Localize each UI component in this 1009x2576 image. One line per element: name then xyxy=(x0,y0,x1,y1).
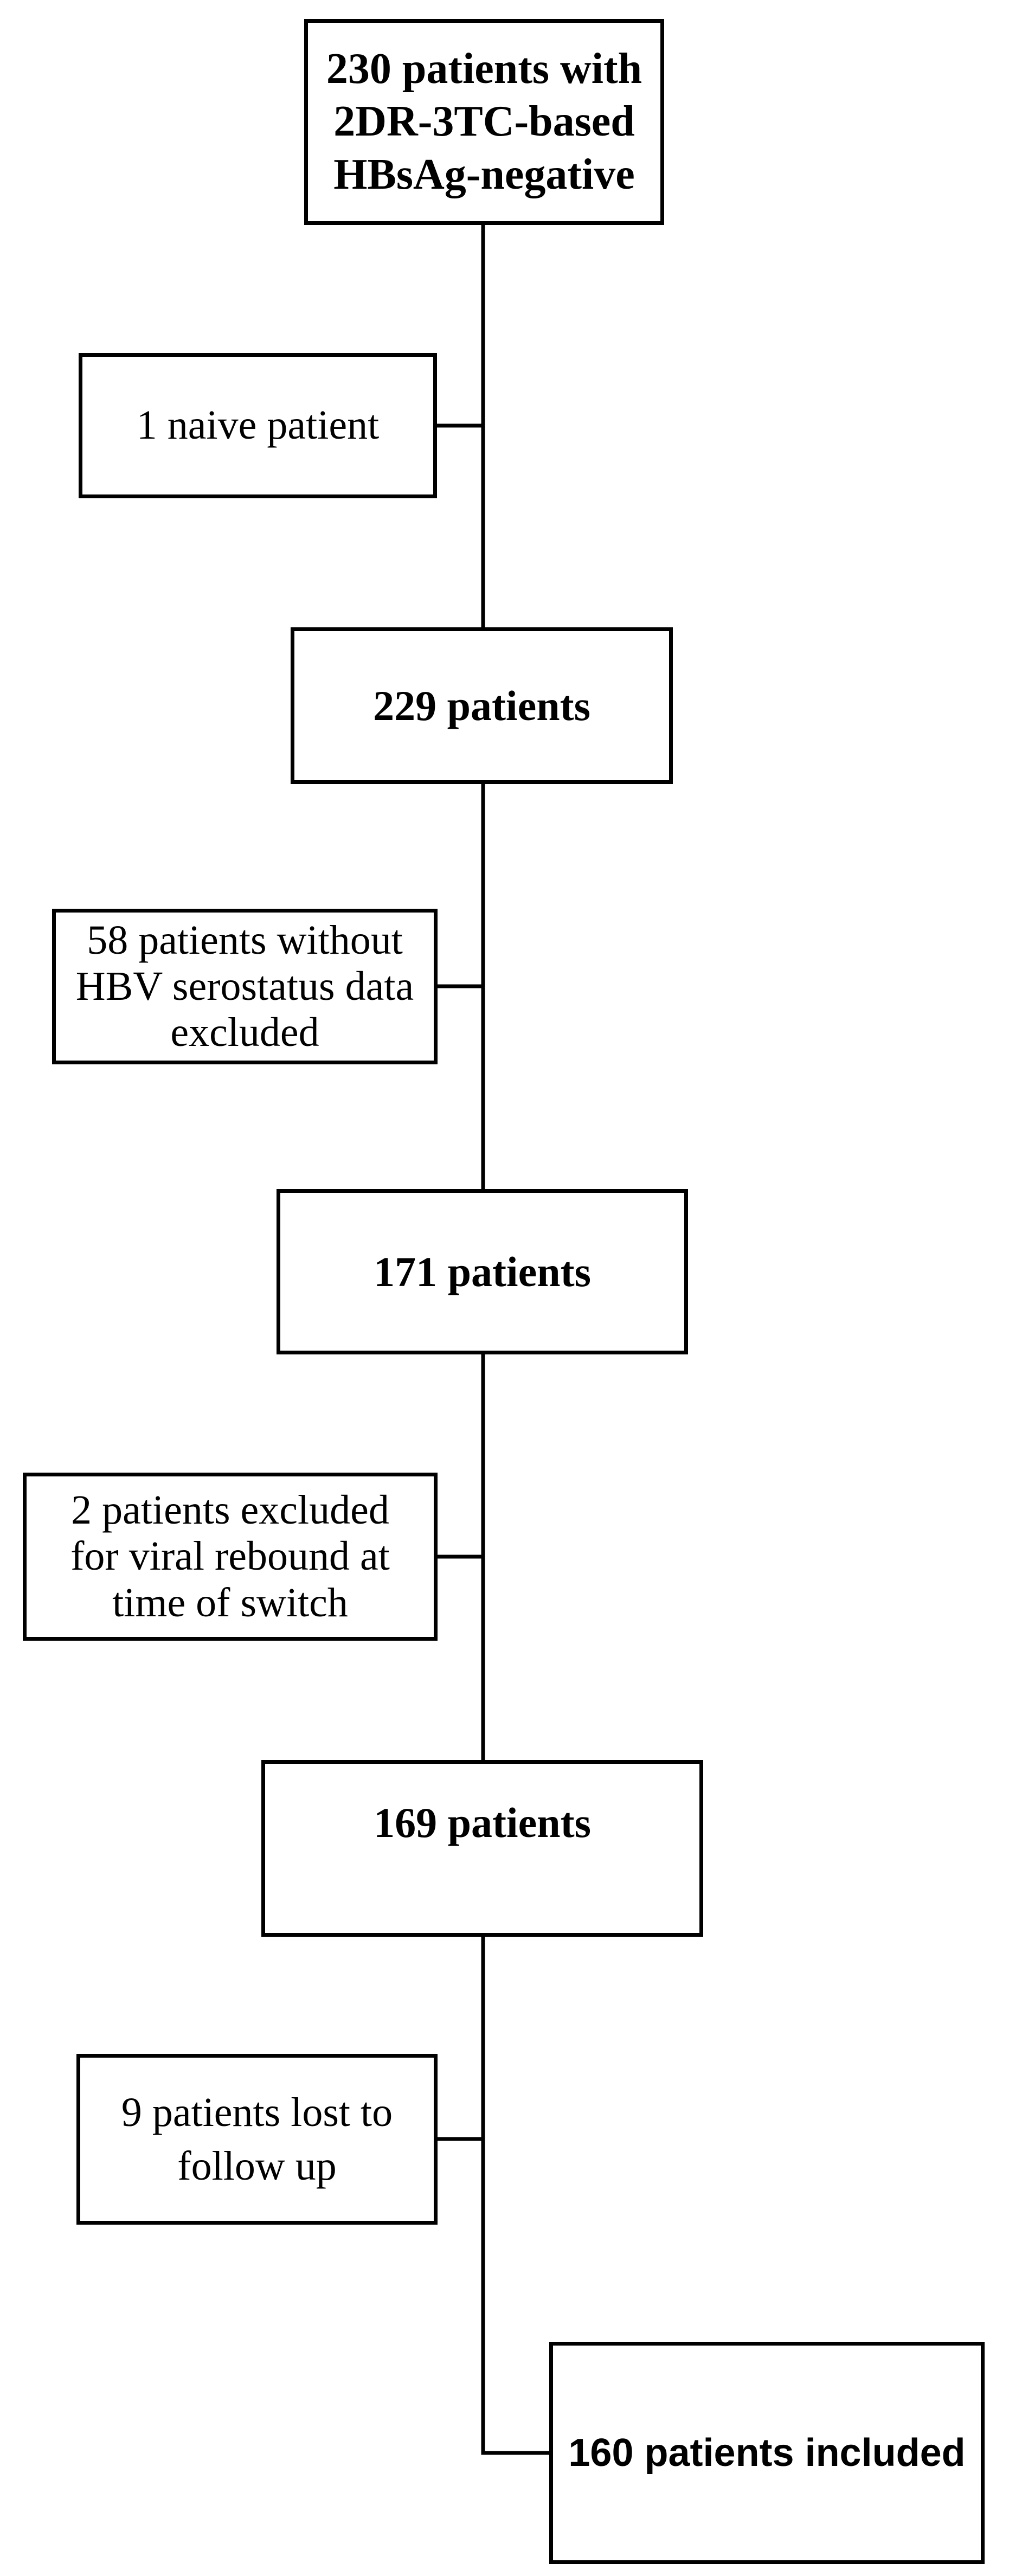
step-1-text: 229 patients xyxy=(373,680,590,731)
exclusion-2-line-3: excluded xyxy=(170,1010,319,1056)
step-3-line-1: 169 patients xyxy=(374,1799,591,1846)
exclusion-4-text: 9 patients lost to follow up xyxy=(121,2086,393,2193)
exclusion-box-naive-patient: 1 naive patient xyxy=(79,353,437,498)
final-line-1: 160 patients included xyxy=(568,2431,966,2475)
start-line-1: 230 patients with xyxy=(326,44,642,93)
start-line-3: HBsAg-negative xyxy=(333,150,635,198)
exclusion-2-line-1: 58 patients without xyxy=(87,917,403,963)
exclusion-box-lost-to-follow-up: 9 patients lost to follow up xyxy=(76,2054,438,2225)
step-3-text: 169 patients xyxy=(374,1764,591,1848)
final-text: 160 patients included xyxy=(568,2430,965,2476)
exclusion-1-line-1: 1 naive patient xyxy=(136,402,380,448)
exclusion-box-viral-rebound: 2 patients excluded for viral rebound at… xyxy=(23,1473,438,1641)
exclusion-box-no-hbv-serostatus: 58 patients without HBV serostatus data … xyxy=(52,909,438,1064)
step-2-line-1: 171 patients xyxy=(374,1248,591,1295)
step-box-169-patients: 169 patients xyxy=(261,1760,703,1937)
start-line-2: 2DR-3TC-based xyxy=(333,98,635,146)
step-2-text: 171 patients xyxy=(374,1247,591,1297)
exclusion-2-line-2: HBV serostatus data xyxy=(75,963,414,1009)
exclusion-2-text: 58 patients without HBV serostatus data … xyxy=(76,917,414,1056)
exclusion-3-line-2: for viral rebound at xyxy=(70,1533,390,1579)
step-box-229-patients: 229 patients xyxy=(291,627,673,784)
start-box-230-patients: 230 patients with 2DR-3TC-based HBsAg-ne… xyxy=(304,19,664,225)
step-box-171-patients: 171 patients xyxy=(277,1189,688,1354)
step-1-line-1: 229 patients xyxy=(373,682,590,729)
exclusion-3-line-3: time of switch xyxy=(112,1579,348,1626)
start-box-text: 230 patients with 2DR-3TC-based HBsAg-ne… xyxy=(326,43,642,202)
exclusion-1-text: 1 naive patient xyxy=(137,401,379,450)
final-box-160-patients-included: 160 patients included xyxy=(549,2342,985,2564)
exclusion-4-line-1: 9 patients lost to xyxy=(121,2089,393,2135)
exclusion-4-line-2: follow up xyxy=(177,2143,337,2189)
exclusion-3-text: 2 patients excluded for viral rebound at… xyxy=(70,1487,390,1626)
exclusion-3-line-1: 2 patients excluded xyxy=(71,1487,389,1533)
